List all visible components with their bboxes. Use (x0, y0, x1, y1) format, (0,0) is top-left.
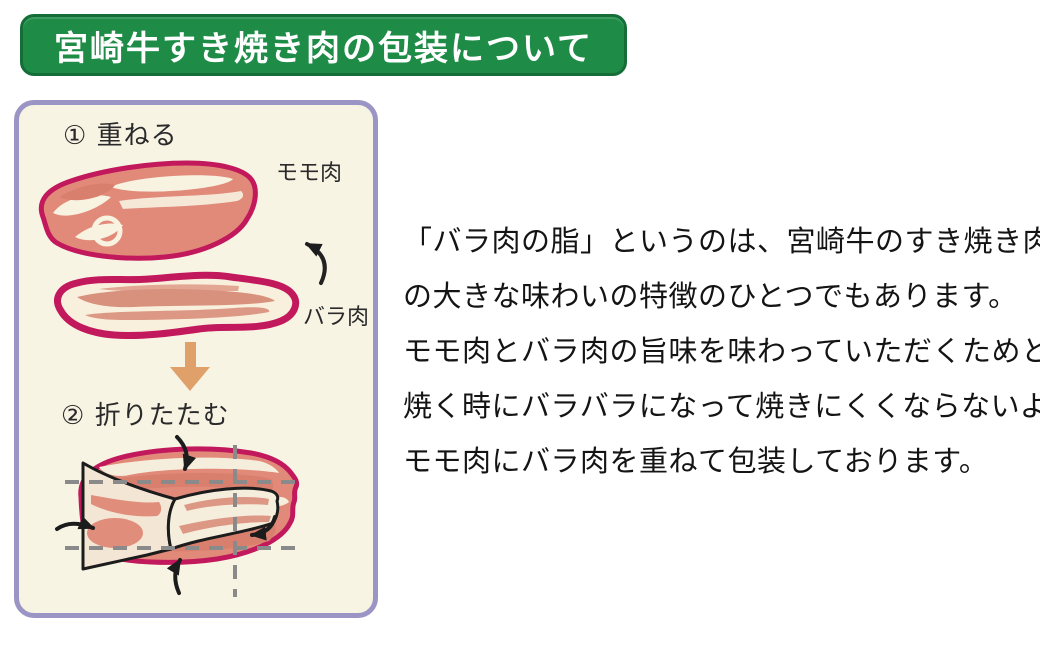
description-line: モモ肉とバラ肉の旨味を味わっていただくためと、 (403, 334, 1040, 368)
description-paragraph: 「バラ肉の脂」というのは、宮崎牛のすき焼き肉 の大きな味わいの特徴のひとつでもあ… (403, 214, 1040, 489)
fold-direction-arrow-icons (55, 435, 277, 595)
fold-down-arrow-icon (170, 342, 210, 391)
title-banner: 宮崎牛すき焼き肉の包装について (20, 14, 627, 76)
stack-curved-arrow-icon (305, 242, 327, 285)
fold-guide-dashed-lines (65, 445, 303, 597)
description-line: 「バラ肉の脂」というのは、宮崎牛のすき焼き肉 (403, 224, 1040, 258)
description-line: 焼く時にバラバラになって焼きにくくならないように、 (403, 389, 1040, 423)
description-line: の大きな味わいの特徴のひとつでもあります。 (403, 279, 1018, 313)
bara-meat-illustration (54, 271, 300, 340)
folded-package-illustration (78, 446, 300, 571)
momo-meat-label: モモ肉 (276, 161, 343, 186)
description-line: モモ肉にバラ肉を重ねて包装しております。 (403, 444, 989, 478)
page-title: 宮崎牛すき焼き肉の包装について (54, 28, 593, 69)
packaging-diagram-panel: ① 重ねる モモ肉 バラ肉 ② 折りたたむ (14, 100, 378, 618)
momo-meat-illustration (38, 160, 258, 261)
step1-label: ① 重ねる (63, 121, 178, 151)
packaging-illustration (38, 160, 327, 597)
bara-meat-label: バラ肉 (303, 305, 370, 330)
step2-label: ② 折りたたむ (61, 401, 230, 431)
